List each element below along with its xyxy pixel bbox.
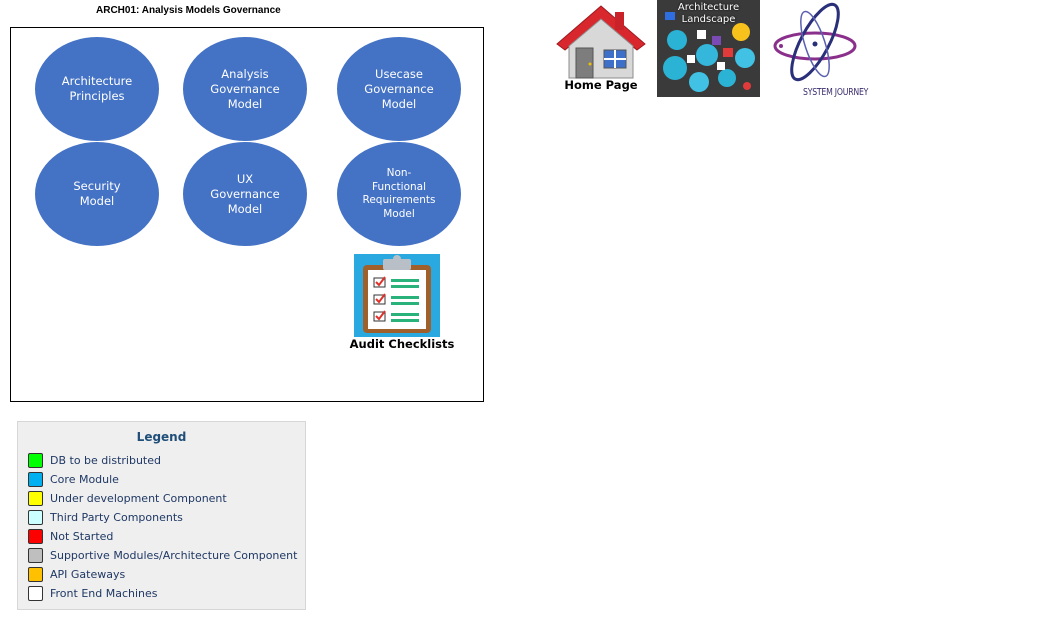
page-title: ARCH01: Analysis Models Governance: [96, 5, 281, 16]
legend-item: Third Party Components: [28, 508, 297, 527]
legend-item: API Gateways: [28, 565, 297, 584]
legend-item-label: Third Party Components: [50, 511, 183, 524]
architecture-landscape-icon: [663, 12, 755, 92]
legend-swatch: [28, 567, 43, 582]
legend-item-label: Under development Component: [50, 492, 227, 505]
legend-title: Legend: [136, 430, 187, 444]
architecture-principles-node[interactable]: Architecture Principles: [35, 37, 159, 141]
legend-item: DB to be distributed: [28, 451, 297, 470]
legend-item-label: DB to be distributed: [50, 454, 161, 467]
node-label: Analysis Governance Model: [210, 66, 280, 111]
system-journey-label: SYSTEM JOURNEY: [803, 87, 869, 98]
legend-swatch: [28, 548, 43, 563]
legend-item-label: Front End Machines: [50, 587, 158, 600]
legend-item-label: Not Started: [50, 530, 114, 543]
legend-item: Under development Component: [28, 489, 297, 508]
legend-item-label: Core Module: [50, 473, 119, 486]
usecase-governance-model-node[interactable]: Usecase Governance Model: [337, 37, 461, 141]
legend-item-label: API Gateways: [50, 568, 126, 581]
security-model-node[interactable]: Security Model: [35, 142, 159, 246]
non-functional-requirements-model-node[interactable]: Non- Functional Requirements Model: [337, 142, 461, 246]
legend-swatch: [28, 491, 43, 506]
clipboard-checklist-icon: [354, 254, 440, 337]
node-label: Non- Functional Requirements Model: [362, 167, 436, 220]
analysis-governance-model-node[interactable]: Analysis Governance Model: [183, 37, 307, 141]
system-journey-link[interactable]: SYSTEM JOURNEY: [767, 0, 877, 100]
audit-checklists-label: Audit Checklists: [349, 337, 455, 351]
legend-item: Supportive Modules/Architecture Componen…: [28, 546, 297, 565]
legend-swatch: [28, 529, 43, 544]
legend-swatch: [28, 510, 43, 525]
house-icon: [556, 5, 646, 79]
legend: Legend DB to be distributed Core Module …: [17, 421, 306, 610]
legend-items: DB to be distributed Core Module Under d…: [28, 451, 297, 603]
architecture-landscape-link[interactable]: Architecture Landscape: [657, 0, 760, 97]
ux-governance-model-node[interactable]: UX Governance Model: [183, 142, 307, 246]
home-page-link[interactable]: Home Page: [555, 4, 647, 94]
node-label: Security Model: [73, 179, 121, 208]
legend-swatch: [28, 472, 43, 487]
legend-item: Core Module: [28, 470, 297, 489]
orbit-icon: [773, 2, 857, 82]
home-page-label: Home Page: [564, 78, 638, 92]
legend-item: Not Started: [28, 527, 297, 546]
node-label: UX Governance Model: [210, 171, 280, 216]
architecture-landscape-label: Architecture Landscape: [677, 2, 740, 25]
legend-swatch: [28, 586, 43, 601]
node-label: Architecture Principles: [61, 74, 133, 103]
audit-checklists-link[interactable]: Audit Checklists: [343, 254, 461, 352]
node-label: Usecase Governance Model: [364, 66, 434, 111]
legend-item: Front End Machines: [28, 584, 297, 603]
legend-swatch: [28, 453, 43, 468]
legend-item-label: Supportive Modules/Architecture Componen…: [50, 549, 298, 562]
